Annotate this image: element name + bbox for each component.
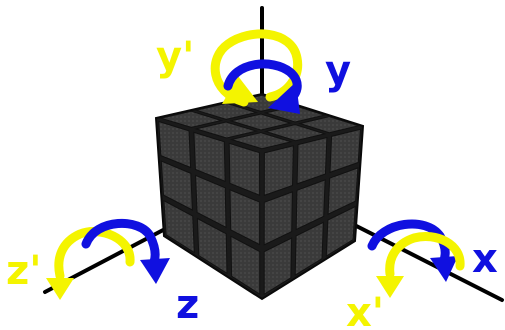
cube-sticker-right <box>263 237 293 296</box>
cube-sticker-left <box>160 160 193 211</box>
cube-sticker-left <box>228 142 261 196</box>
cube-sticker-right <box>294 221 324 277</box>
cube-sticker-left <box>193 131 226 183</box>
z-prime-arrowhead <box>46 278 74 300</box>
z-label: z <box>176 282 199 328</box>
cube-sticker-right <box>325 205 356 258</box>
cube-sticker-left <box>196 217 228 275</box>
rubiks-cube <box>154 92 365 301</box>
z-arrowhead <box>140 258 170 284</box>
z-prime-arrow <box>54 227 135 281</box>
z-prime-label: z' <box>6 248 42 294</box>
cube-sticker-left <box>229 189 261 246</box>
x-prime-arrowhead <box>376 276 404 298</box>
x-arrowhead <box>430 256 458 282</box>
x-prime-arrow <box>385 232 465 279</box>
z-arrow <box>81 219 160 267</box>
x-rotation-arrows <box>367 219 465 298</box>
cube-sticker-top <box>263 124 327 142</box>
cube-stickers <box>158 94 362 296</box>
cube-sticker-left <box>158 120 192 169</box>
cube-sticker-right <box>329 128 362 174</box>
cube-sticker-top <box>298 116 361 134</box>
cube-sticker-right <box>327 167 359 216</box>
y-prime-label: y' <box>156 34 194 80</box>
cube-sticker-top <box>229 113 293 131</box>
x-prime-label: x' <box>346 290 384 330</box>
cube-sticker-left <box>163 199 195 254</box>
y-prime-arrowhead <box>222 76 258 104</box>
cube-sticker-right <box>296 136 328 185</box>
cube-sticker-left <box>195 174 227 229</box>
x-label: x <box>472 236 498 282</box>
cube-sticker-right <box>263 145 294 197</box>
y-arrowhead <box>268 82 300 114</box>
cube-sticker-top <box>194 102 259 120</box>
y-label: y <box>325 48 351 94</box>
z-rotation-arrows <box>46 219 170 300</box>
cube-sticker-right <box>263 191 293 246</box>
cube-sticker-top <box>229 132 293 150</box>
y-rotation-arrows <box>210 29 303 114</box>
cube-sticker-top <box>158 110 224 128</box>
cube-sticker-top <box>194 121 259 139</box>
cube-sticker-left <box>230 235 261 296</box>
cube-sticker-right <box>295 179 326 231</box>
